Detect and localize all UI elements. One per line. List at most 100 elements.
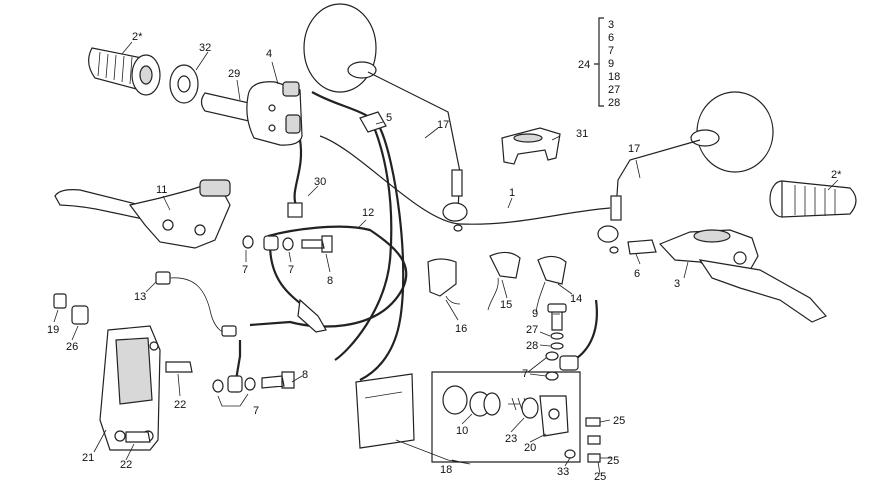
brake-caliper-21 <box>99 325 161 451</box>
label-7-c: 7 <box>522 368 528 380</box>
right-grip <box>769 180 857 218</box>
washer-7-a <box>242 235 254 249</box>
label-28: 28 <box>526 340 538 352</box>
reservoir-cover-31 <box>501 127 561 165</box>
label-8-a: 8 <box>327 275 333 287</box>
washer-33 <box>564 449 576 459</box>
housing-15 <box>487 251 521 311</box>
label-29: 29 <box>228 68 240 80</box>
kit-24-bracket <box>594 17 604 107</box>
switch-6 <box>627 239 657 255</box>
label-5: 5 <box>386 112 392 124</box>
pad-26 <box>71 305 89 325</box>
label-1: 1 <box>509 187 515 199</box>
label-17-right: 17 <box>628 143 640 155</box>
repair-kit-box-18 <box>431 371 581 463</box>
label-7-b: 7 <box>288 264 294 276</box>
kit-24-list: 3 6 7 9 18 27 28 <box>608 19 620 109</box>
label-19: 19 <box>47 324 59 336</box>
label-12: 12 <box>362 207 374 219</box>
label-25-a: 25 <box>613 415 625 427</box>
label-16: 16 <box>455 323 467 335</box>
washer-7-b <box>282 237 294 251</box>
label-25-b: 25 <box>607 455 619 467</box>
brake-master-cylinder-3 <box>658 229 828 323</box>
label-23: 23 <box>505 433 517 445</box>
pad-19 <box>53 293 67 309</box>
part-number-labels: 2* 32 4 29 5 17 31 17 2* 30 11 1 12 7 7 … <box>47 31 842 483</box>
label-26: 26 <box>66 341 78 353</box>
label-6: 6 <box>634 268 640 280</box>
switch-4 <box>246 81 303 146</box>
label-7-d: 7 <box>253 405 259 417</box>
label-2-left: 2* <box>132 31 143 43</box>
kit-24-item: 7 <box>608 45 614 57</box>
housing-16 <box>427 258 461 305</box>
label-30: 30 <box>314 176 326 188</box>
label-4: 4 <box>266 48 272 60</box>
left-mirror <box>303 3 468 232</box>
bolt-25-c <box>587 453 601 463</box>
kit-24-item: 6 <box>608 32 614 44</box>
clutch-cable-12 <box>249 225 408 328</box>
kit-24-item: 9 <box>608 58 614 70</box>
label-11: 11 <box>156 184 167 196</box>
clutch-hose <box>268 243 321 321</box>
banjo-left <box>263 235 279 251</box>
repair-kit-bag-18 <box>355 373 415 449</box>
label-32: 32 <box>199 42 211 54</box>
kit-24-item: 27 <box>608 84 620 96</box>
stop-switch-13 <box>155 271 237 337</box>
bolt-22-b <box>125 431 151 443</box>
label-9: 9 <box>532 308 538 320</box>
housing-14 <box>535 255 567 313</box>
washer-28 <box>550 342 564 350</box>
washer-32 <box>169 64 199 104</box>
switch-connector-30 <box>287 202 303 218</box>
label-33: 33 <box>557 466 569 478</box>
clutch-lever-11 <box>54 179 231 249</box>
washer-7-f <box>545 371 559 381</box>
label-24: 24 <box>578 59 590 71</box>
label-15: 15 <box>500 299 512 311</box>
washer-7-e <box>545 351 559 361</box>
label-14: 14 <box>570 293 582 305</box>
brake-hose-lower <box>234 340 242 381</box>
banjo-bolt-9 <box>547 303 567 331</box>
bolt-8-b <box>261 371 295 389</box>
right-mirror <box>597 91 774 254</box>
bolt-25-b <box>587 435 601 445</box>
throttle-cable-5 <box>311 91 405 381</box>
label-2-right: 2* <box>831 169 842 181</box>
label-13: 13 <box>134 291 146 303</box>
label-21: 21 <box>82 452 94 464</box>
kit-24-item: 18 <box>608 71 620 83</box>
washer-27 <box>550 332 564 340</box>
label-10: 10 <box>456 425 468 437</box>
switch-wire-30 <box>293 139 303 206</box>
kit-24-item: 3 <box>608 19 614 31</box>
label-3: 3 <box>674 278 680 290</box>
banjo-upper <box>559 355 579 371</box>
clutch-cable-fitting <box>297 298 327 333</box>
label-27: 27 <box>526 324 538 336</box>
washer-7-d <box>244 377 256 391</box>
kit-24-item: 28 <box>608 97 620 109</box>
label-31: 31 <box>576 128 588 140</box>
label-18: 18 <box>440 464 452 476</box>
leader-lines <box>53 41 839 475</box>
label-7-a: 7 <box>242 264 248 276</box>
left-grip <box>88 47 161 96</box>
label-20: 20 <box>524 442 536 454</box>
bolt-25-a <box>585 417 601 427</box>
brake-hose-upper <box>573 299 598 361</box>
label-8-b: 8 <box>302 369 308 381</box>
bolt-8-a <box>301 235 333 253</box>
banjo-lower <box>227 375 243 393</box>
washer-7-c <box>212 379 224 393</box>
bolt-22-a <box>165 361 193 373</box>
label-22-b: 22 <box>120 459 132 471</box>
label-22-a: 22 <box>174 399 186 411</box>
label-25-c: 25 <box>594 471 606 483</box>
